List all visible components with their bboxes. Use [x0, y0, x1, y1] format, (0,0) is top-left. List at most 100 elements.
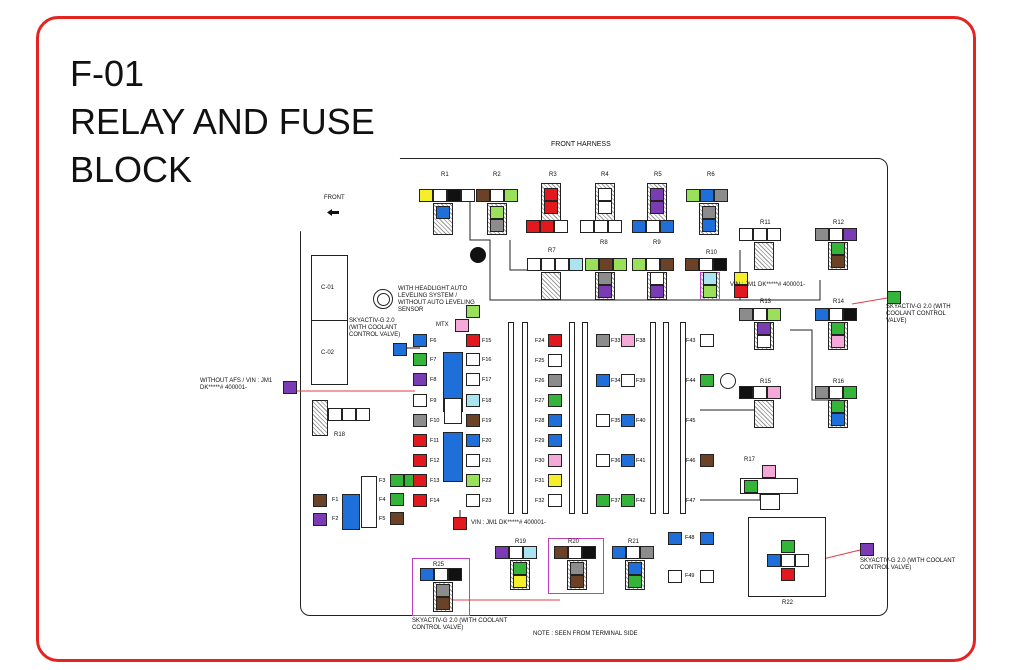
connector-ring-icon [720, 373, 736, 389]
relay-label: R7 [548, 248, 556, 254]
terminal-pin [526, 220, 540, 233]
terminal-pin [466, 353, 480, 366]
terminal-pin [757, 335, 771, 348]
terminal-pin [594, 220, 608, 233]
terminal-pin [466, 454, 480, 467]
relay-label: R8 [600, 240, 608, 246]
relay-label: R10 [706, 250, 718, 256]
fuse-label: F8 [430, 377, 437, 383]
terminal-pin [548, 334, 562, 347]
terminal-pin [413, 334, 427, 347]
terminal-pin [843, 386, 857, 399]
r25-outline [412, 558, 470, 616]
terminal-pin [390, 493, 404, 506]
relay-label: R15 [760, 379, 772, 385]
terminal-pin [703, 272, 717, 285]
relay-label: R4 [601, 172, 609, 178]
fuse-label: F14 [430, 498, 440, 504]
terminal-pin [646, 220, 660, 233]
relay-label: R3 [549, 172, 557, 178]
terminal-pin [599, 258, 613, 271]
fuse-label: F10 [430, 418, 440, 424]
terminal-pin [621, 414, 635, 427]
terminal-pin [420, 568, 434, 581]
terminal-pin [585, 258, 599, 271]
fuse-label: F13 [430, 478, 440, 484]
skyactiv-left-note: SKYACTIV-G 2.0 (WITH COOLANT CONTROL VAL… [349, 318, 401, 338]
fuse-label: F6 [430, 338, 437, 344]
fuse-label: F30 [535, 458, 545, 464]
terminal-pin [702, 206, 716, 219]
relay-body [541, 272, 561, 300]
terminal-pin [509, 546, 523, 559]
relay-label: R6 [707, 172, 715, 178]
relay-label: R2 [493, 172, 501, 178]
terminal-pin [632, 258, 646, 271]
terminal-pin [621, 454, 635, 467]
terminal-pin [660, 220, 674, 233]
fuse-label: F38 [636, 338, 646, 344]
terminal-pin [283, 381, 297, 394]
fuse-label: F4 [379, 497, 386, 503]
fuse-label: F12 [430, 458, 440, 464]
fuse-label: F26 [535, 378, 545, 384]
terminal-pin [700, 570, 714, 583]
terminal-pin [413, 414, 427, 427]
skyactiv-right-bottom-note: SKYACTIV-G 2.0 (WITH COOLANT CONTROL VAL… [860, 558, 956, 571]
terminal-pin [700, 334, 714, 347]
terminal-pin [739, 386, 753, 399]
relay-label: R20 [568, 539, 580, 545]
terminal-pin [513, 562, 527, 575]
terminal-pin [466, 494, 480, 507]
terminal-pin [490, 206, 504, 219]
terminal-pin [734, 272, 748, 285]
terminal-pin [700, 374, 714, 387]
terminal-pin [753, 308, 767, 321]
fuse-label: F2 [332, 516, 339, 522]
terminal-pin [580, 220, 594, 233]
terminal-pin [781, 554, 795, 567]
terminal-pin [767, 228, 781, 241]
fuse-label: F33 [611, 338, 621, 344]
terminal-pin [734, 285, 748, 298]
fuse-label: F21 [482, 458, 492, 464]
terminal-pin [466, 334, 480, 347]
relay-label: R11 [760, 220, 771, 226]
fuse-label: F46 [686, 458, 696, 464]
terminal-pin [628, 575, 642, 588]
terminal-pin [544, 188, 558, 201]
terminal-pin [495, 546, 509, 559]
relay-body [312, 400, 328, 436]
fuse-label: F32 [535, 498, 545, 504]
terminal-pin [829, 308, 843, 321]
divider [311, 320, 348, 321]
terminal-pin [668, 570, 682, 583]
fuse-label: F29 [535, 438, 545, 444]
terminal-pin [668, 532, 682, 545]
terminal-pin [393, 343, 407, 356]
terminal-pin [413, 394, 427, 407]
fuse-label: F36 [611, 458, 621, 464]
fuse-body [444, 398, 462, 424]
diagram-frame [36, 16, 976, 662]
terminal-pin [548, 394, 562, 407]
terminal-pin [626, 546, 640, 559]
terminal-pin [843, 308, 857, 321]
fuse-block-outline [300, 158, 888, 616]
headlight-note: WITH HEADLIGHT AUTO LEVELING SYSTEM / WI… [398, 286, 475, 313]
terminal-pin [466, 373, 480, 386]
terminal-pin [815, 308, 829, 321]
terminal-pin [596, 334, 610, 347]
fuse-label: F19 [482, 418, 492, 424]
bus-bar [680, 322, 686, 514]
terminal-pin [548, 354, 562, 367]
terminal-pin [815, 228, 829, 241]
fuse-label: F31 [535, 478, 545, 484]
terminal-pin [461, 189, 475, 202]
relay-label: R21 [628, 539, 640, 545]
terminal-pin [762, 465, 776, 478]
terminal-pin [795, 554, 809, 567]
terminal-pin [548, 454, 562, 467]
c01-label: C-01 [321, 285, 335, 291]
fuse-label: F47 [686, 498, 696, 504]
